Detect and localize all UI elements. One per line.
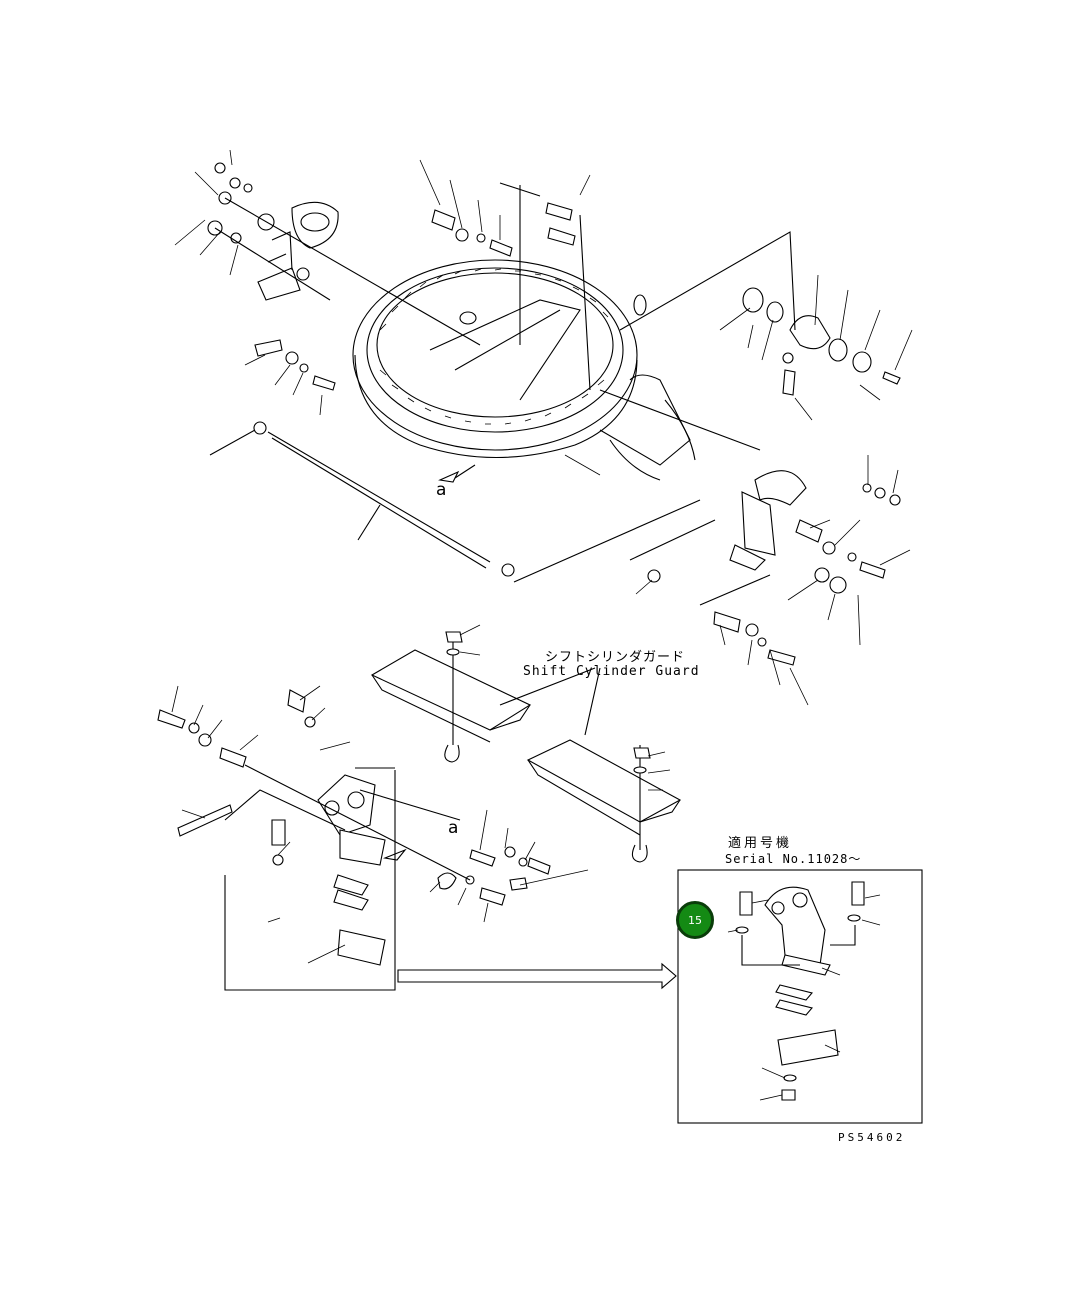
circle-gear <box>352 259 696 481</box>
shift-cylinder-guards <box>370 631 682 863</box>
reference-a-top: a <box>436 480 447 500</box>
guard-label-en: Shift Cylinder Guard <box>523 664 700 679</box>
guard-label-jp: シフトシリンダガード <box>545 650 686 665</box>
reference-a-bottom: a <box>448 818 459 838</box>
serial-label-jp: 適用号機 <box>728 836 793 851</box>
top-center-hardware <box>431 182 591 391</box>
right-hardware <box>599 231 901 451</box>
tie-rod <box>209 421 701 583</box>
left-yoke-assembly <box>207 162 481 391</box>
right-yoke-assembly <box>629 470 901 666</box>
lower-bracket-assembly <box>157 689 551 991</box>
drawing-code: PS54602 <box>838 1131 906 1144</box>
callout-badge[interactable]: 15 <box>676 901 714 939</box>
leader-lines <box>171 149 913 1101</box>
serial-inset <box>677 869 923 1124</box>
serial-label-en: Serial No.11028～ <box>725 852 862 866</box>
inset-arrow <box>397 962 677 990</box>
